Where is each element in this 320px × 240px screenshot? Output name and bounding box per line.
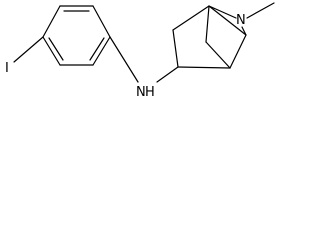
ring-bond	[229, 34, 247, 69]
nh-to-bicycle-bond	[156, 66, 179, 83]
iodine-label: I	[5, 61, 9, 76]
ring-bond	[172, 5, 210, 31]
n-bridge-down-bond	[241, 26, 247, 36]
ring-to-nh-bond	[109, 36, 139, 83]
bridge-to-n-bond	[208, 5, 237, 19]
ring-bond	[208, 5, 247, 36]
bridge-nitrogen-label: N	[236, 13, 246, 28]
benzene-ring	[42, 5, 111, 66]
bicyclic-ring	[172, 5, 247, 69]
n-methyl-bond	[246, 2, 275, 19]
amine-hydrogen-label: H	[145, 85, 155, 100]
chemical-structure-diagram: I N H N	[5, 2, 275, 100]
ring-bond	[42, 5, 61, 38]
ring-double-bond	[48, 37, 64, 61]
ring-bond	[92, 5, 111, 38]
ring-bond	[42, 36, 61, 66]
ring-double-bond	[89, 37, 105, 61]
ring-bond	[205, 41, 231, 69]
ring-bond	[177, 66, 231, 69]
iodine-bond	[13, 36, 44, 63]
amine-nitrogen-label: N	[136, 85, 146, 100]
ring-bond	[172, 29, 179, 68]
ring-bond	[92, 36, 111, 66]
ring-bond	[205, 5, 210, 43]
